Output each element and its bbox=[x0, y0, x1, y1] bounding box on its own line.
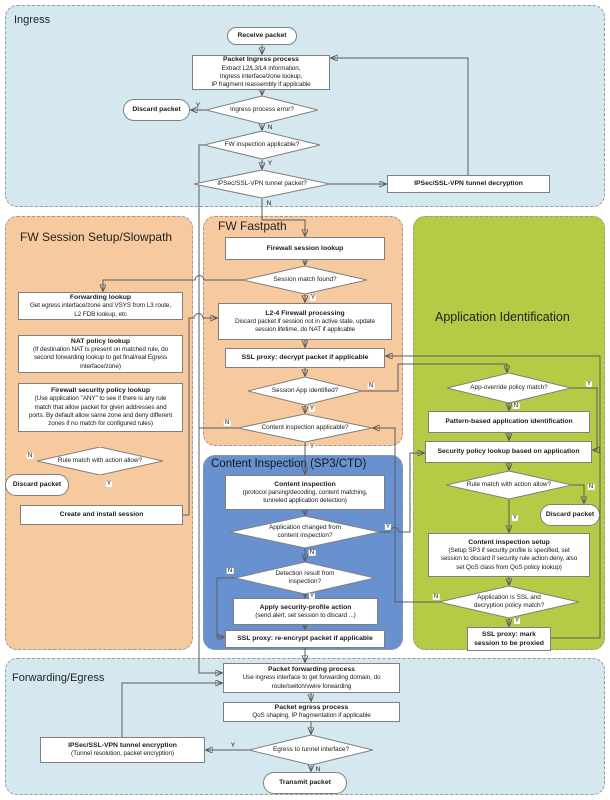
diamond-shape bbox=[243, 266, 367, 294]
edge-label-app-override-n: N bbox=[512, 401, 520, 410]
node-tunnel-encryption: IPSec/SSL-VPN tunnel encryption(Tunnel r… bbox=[40, 737, 205, 763]
edge-label-detection-y: Y bbox=[308, 591, 316, 600]
decision-egress-tunnel-interface: Egress to tunnel interface? bbox=[249, 735, 373, 765]
diamond-shape bbox=[37, 447, 163, 475]
decision-ipsec-tunnel-packet: IPSec/SSL-VPN tunnel packet? bbox=[194, 170, 330, 198]
edge-label-session-app-n: N bbox=[367, 381, 375, 390]
diamond-shape bbox=[230, 516, 380, 548]
edge-label-ingress-error-y: Y bbox=[195, 101, 201, 109]
node-pattern-based-app-id: Pattern-based application identification bbox=[428, 411, 590, 433]
section-fw-session-setup bbox=[5, 216, 193, 650]
edge-label-egress-tunnel-n: N bbox=[315, 765, 321, 773]
diamond-shape bbox=[204, 131, 320, 159]
edge-label-egress-tunnel-y: Y bbox=[230, 741, 236, 749]
section-title-content: Content Inspection (SP3/CTD) bbox=[211, 458, 367, 470]
edge-label-session-app-y: Y bbox=[308, 404, 316, 413]
section-title-fastpath: FW Fastpath bbox=[218, 219, 287, 233]
node-create-install-session: Create and install session bbox=[20, 505, 183, 525]
edge-label-app-ssl-y: Y bbox=[513, 616, 521, 625]
edge-label-tunnel-packet-n: N bbox=[266, 199, 272, 207]
section-application-identification bbox=[413, 216, 605, 650]
decision-detection-result: Detection result from inspection? bbox=[235, 562, 375, 594]
edge-label-rule-match-slow-y: Y bbox=[105, 479, 113, 488]
edge-label-app-ssl-n: N bbox=[432, 592, 440, 601]
node-discard-packet-appid: Discard packet bbox=[540, 504, 600, 526]
diamond-shape bbox=[235, 562, 375, 594]
edge-label-rule-match-app-n: N bbox=[587, 482, 595, 491]
decision-app-override-match: App-override policy match? bbox=[447, 373, 571, 403]
section-title-slowpath: FW Session Setup/Slowpath bbox=[20, 230, 173, 244]
decision-application-changed: Application changed from content inspect… bbox=[230, 516, 380, 548]
edge-label-detection-n: N bbox=[226, 566, 234, 575]
node-ssl-proxy-decrypt: SSL proxy: decrypt packet if applicable bbox=[225, 348, 385, 368]
node-discard-packet-ingress: Discard packet bbox=[123, 99, 190, 121]
edge-label-rule-match-slow-n: N bbox=[26, 451, 34, 460]
diamond-shape bbox=[249, 735, 373, 765]
section-title-egress: Forwarding/Egress bbox=[12, 672, 105, 684]
edge-label-rule-match-app-y: Y bbox=[511, 513, 519, 522]
node-security-policy-lookup-app: Security policy lookup based on applicat… bbox=[425, 441, 592, 463]
edge-label-ingress-error-n: N bbox=[267, 123, 273, 131]
edge-label-content-applicable-n: N bbox=[223, 418, 231, 427]
decision-rule-match-allow-appid: Rule match with action allow? bbox=[446, 471, 572, 499]
node-discard-packet-slowpath: Discard packet bbox=[5, 474, 69, 496]
node-ssl-proxy-mark-session: SSL proxy: mark session to be proxied bbox=[467, 627, 551, 651]
decision-session-app-identified: Session App identified? bbox=[248, 377, 362, 405]
decision-app-ssl-decryption-match: Application is SSL and decryption policy… bbox=[439, 586, 579, 618]
diamond-shape bbox=[238, 414, 372, 442]
decision-rule-match-allow-slowpath: Rule match with action allow? bbox=[37, 447, 163, 475]
diamond-shape bbox=[206, 96, 318, 124]
node-transmit-packet: Transmit packet bbox=[263, 772, 347, 794]
decision-ingress-process-error: Ingress process error? bbox=[206, 96, 318, 124]
node-firewall-session-lookup: Firewall session lookup bbox=[225, 237, 385, 260]
decision-session-match-found: Session match found? bbox=[243, 266, 367, 294]
node-apply-security-profile-action: Apply security-profile action(send alert… bbox=[233, 598, 378, 625]
edge-label-app-changed-n: N bbox=[308, 548, 316, 557]
node-tunnel-decryption: IPSec/SSL-VPN tunnel decryption bbox=[387, 175, 550, 193]
section-ingress bbox=[5, 5, 605, 207]
node-nat-policy-lookup: NAT policy lookup(If destination NAT is … bbox=[18, 335, 183, 373]
decision-fw-inspection-applicable: FW inspection applicable? bbox=[204, 131, 320, 159]
node-receive-packet: Receive packet bbox=[227, 27, 297, 45]
node-content-inspection-setup: Content inspection setup(Setup SP3 if se… bbox=[428, 533, 590, 577]
edge-label-app-override-y: Y bbox=[585, 379, 593, 388]
node-ssl-proxy-reencrypt: SSL proxy: re-encrypt packet if applicab… bbox=[225, 630, 385, 648]
section-title-appid: Application Identification bbox=[435, 310, 570, 324]
decision-content-inspection-applicable: Content inspection applicable? bbox=[238, 414, 372, 442]
edge-label-app-changed-y: Y bbox=[384, 522, 392, 531]
node-firewall-security-policy-lookup: Firewall security policy lookup(Use appl… bbox=[18, 383, 183, 432]
diamond-shape bbox=[248, 377, 362, 405]
edge-label-fw-inspection-y: Y bbox=[267, 159, 273, 167]
section-title-ingress: Ingress bbox=[14, 14, 51, 26]
node-content-inspection: Content inspection(protocol parsing/deco… bbox=[225, 475, 385, 510]
edge-label-session-match-y: Y bbox=[309, 293, 317, 302]
edge-label-content-applicable-y: Y bbox=[308, 442, 316, 451]
